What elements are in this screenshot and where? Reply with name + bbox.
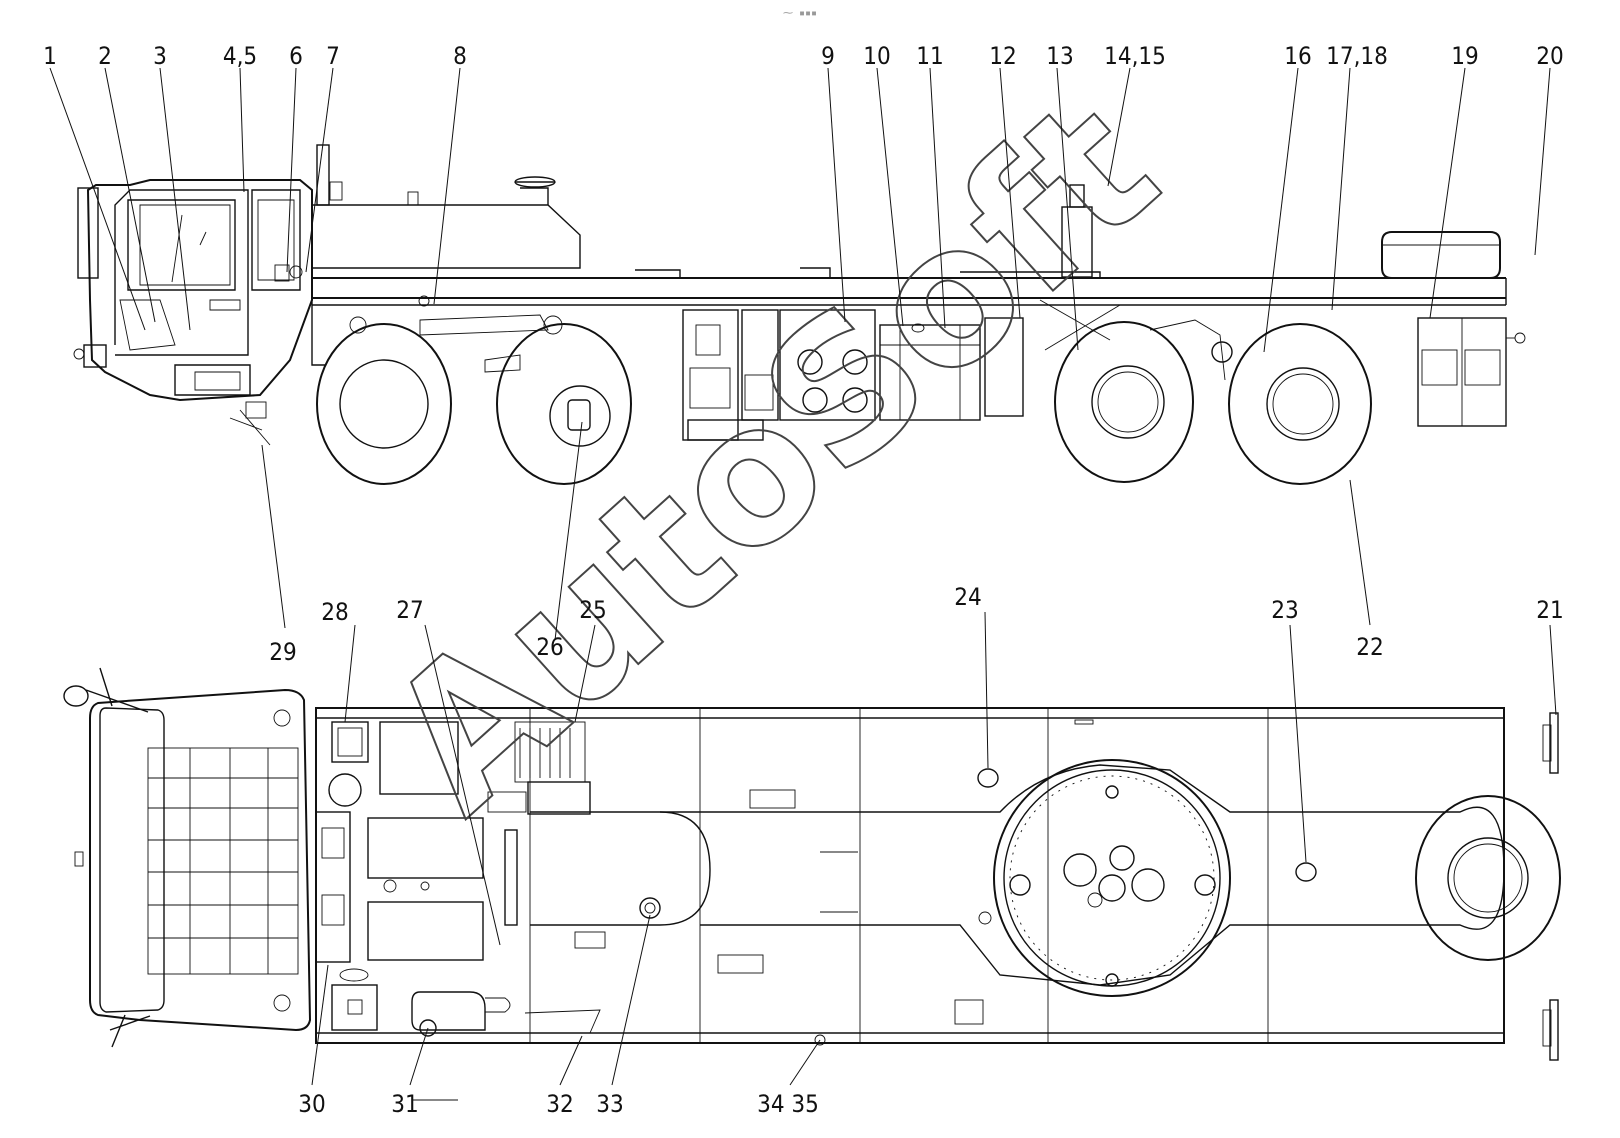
wheel-2-side <box>496 323 632 485</box>
callout-labels: 1 2 3 4,5 6 7 8 9 10 11 12 13 14,15 16 1… <box>43 42 1564 1118</box>
cab-top <box>63 667 312 1048</box>
callout-10: 10 <box>863 42 890 70</box>
callout-31: 31 <box>391 1090 418 1118</box>
callout-11: 11 <box>916 42 943 70</box>
top-view <box>63 667 1561 1061</box>
callout-30: 30 <box>298 1090 325 1118</box>
watermark-group: AutoSoft <box>346 56 1198 854</box>
callout-28: 28 <box>321 598 348 626</box>
wheel-1-side <box>316 323 452 485</box>
wheel-3-side <box>1054 321 1194 483</box>
callout-24: 24 <box>954 583 981 611</box>
callout-20: 20 <box>1536 42 1563 70</box>
rear-spare-top <box>1415 712 1561 1061</box>
slewing-ring-top <box>978 759 1231 997</box>
spare-wheel-side <box>1381 231 1501 279</box>
cab-side <box>73 179 313 402</box>
callout-21: 21 <box>1536 596 1563 624</box>
callout-6: 6 <box>289 42 303 70</box>
engine-cover-side <box>312 144 581 269</box>
leader-lines <box>49 67 1557 1101</box>
wheels-side <box>316 321 1372 485</box>
callout-23: 23 <box>1271 596 1298 624</box>
callout-1: 1 <box>43 42 57 70</box>
top-small-markers <box>814 719 1317 1046</box>
side-view <box>73 144 1526 485</box>
callout-8: 8 <box>453 42 467 70</box>
callout-16: 16 <box>1284 42 1311 70</box>
callout-7: 7 <box>326 42 340 70</box>
watermark-text: AutoSoft <box>347 57 1197 853</box>
callout-27: 27 <box>396 596 423 624</box>
callout-2: 2 <box>98 42 112 70</box>
callout-17-18: 17,18 <box>1326 42 1388 70</box>
callout-4-5: 4,5 <box>223 42 257 70</box>
callout-33: 33 <box>596 1090 623 1118</box>
wheel-4-side <box>1228 323 1372 485</box>
slew-column-side <box>1039 184 1233 381</box>
callout-13: 13 <box>1046 42 1073 70</box>
callout-26: 26 <box>536 633 563 661</box>
callout-29: 29 <box>269 638 296 666</box>
callout-32: 32 <box>546 1090 573 1118</box>
top-mark: ⁓ ▪▪▪ <box>783 8 817 19</box>
callout-34-35: 34 35 <box>757 1090 819 1118</box>
callout-12: 12 <box>989 42 1016 70</box>
chassis-frame-side <box>311 267 1507 366</box>
callout-19: 19 <box>1451 42 1478 70</box>
callout-22: 22 <box>1356 633 1383 661</box>
front-equipment-top <box>315 721 661 1037</box>
front-axle-details <box>229 295 563 446</box>
callout-14-15: 14,15 <box>1104 42 1166 70</box>
mid-equipment-side <box>682 309 1526 441</box>
callout-3: 3 <box>153 42 167 70</box>
callout-25: 25 <box>579 596 606 624</box>
callout-9: 9 <box>821 42 835 70</box>
